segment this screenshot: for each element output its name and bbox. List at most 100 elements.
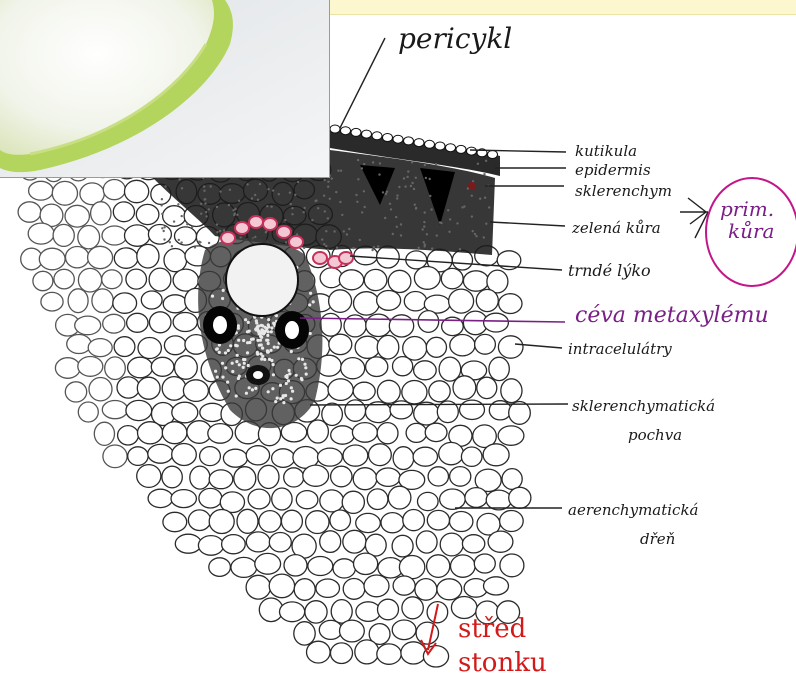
texture-dot (269, 349, 272, 352)
texture-dot (337, 170, 339, 172)
cell (39, 248, 65, 270)
cell (138, 338, 161, 359)
label-sklerenchym: sklerenchym (575, 182, 672, 200)
cell (377, 380, 400, 403)
texture-dot (291, 207, 293, 209)
cell (258, 465, 279, 488)
cell (149, 268, 171, 291)
texture-dot (200, 203, 202, 205)
label-prim: prim. (720, 197, 774, 221)
texture-dot (224, 366, 227, 369)
texture-dot (161, 198, 163, 200)
label-sklerenchymaticka: sklerenchymatická (572, 397, 715, 415)
cell (461, 447, 482, 466)
texture-dot (261, 355, 264, 358)
texture-dot (357, 178, 359, 180)
texture-dot (327, 249, 329, 251)
texture-dot (340, 170, 342, 172)
cell (401, 642, 426, 664)
cell (498, 336, 523, 358)
epidermis-cell (351, 128, 361, 136)
cell (393, 576, 415, 595)
epidermis-cell (414, 139, 424, 147)
texture-dot (242, 358, 245, 361)
cell (403, 509, 425, 530)
cell (175, 534, 201, 553)
texture-dot (382, 191, 384, 193)
cell (499, 294, 522, 314)
texture-dot (300, 377, 303, 380)
texture-dot (247, 364, 250, 367)
cell (164, 249, 187, 272)
texture-dot (329, 198, 331, 200)
texture-dot (234, 212, 236, 214)
cell (501, 379, 522, 403)
texture-dot (181, 215, 183, 217)
cell (498, 426, 524, 445)
texture-dot (237, 339, 240, 342)
texture-dot (270, 326, 273, 329)
cell (437, 579, 462, 600)
texture-dot (309, 292, 312, 295)
texture-dot (291, 213, 293, 215)
texture-dot (163, 226, 165, 228)
texture-dot (221, 297, 224, 300)
cell (393, 357, 413, 376)
texture-dot (266, 349, 269, 352)
prim-kura-brace (680, 198, 708, 238)
texture-dot (341, 214, 343, 216)
cell (78, 357, 103, 377)
texture-dot (324, 179, 326, 181)
texture-dot (390, 208, 392, 210)
label-metaxylem: céva metaxylému (575, 303, 769, 328)
cell (330, 510, 351, 531)
texture-dot (483, 173, 485, 175)
cell (319, 620, 342, 639)
cell (162, 466, 182, 488)
cell (307, 420, 328, 443)
texture-dot (244, 318, 247, 321)
texture-dot (323, 243, 325, 245)
texture-dot (267, 318, 270, 321)
label-kutikula: kutikula (575, 142, 637, 160)
cell (151, 357, 174, 376)
cell (354, 246, 378, 265)
cell (402, 597, 423, 619)
cell (125, 225, 150, 246)
cell (125, 180, 149, 202)
texture-dot (418, 247, 420, 249)
cell (460, 400, 485, 419)
texture-dot (431, 247, 433, 249)
texture-dot (449, 218, 451, 220)
cell (393, 447, 414, 470)
texture-dot (285, 382, 288, 385)
cell (223, 449, 247, 467)
texture-dot (461, 206, 463, 208)
cell (137, 377, 160, 399)
cell (209, 558, 231, 577)
texture-dot (247, 321, 250, 324)
pericykl-leader (340, 38, 385, 128)
texture-dot (235, 360, 238, 363)
texture-dot (282, 401, 285, 404)
texture-dot (304, 366, 307, 369)
texture-dot (325, 245, 327, 247)
label-zelena-kura: zelená kůra (571, 219, 661, 237)
cell (103, 180, 125, 200)
texture-dot (308, 303, 311, 306)
epidermis-cell (372, 132, 382, 140)
cell (231, 557, 257, 577)
texture-dot (237, 377, 240, 380)
cell (272, 449, 295, 468)
texture-dot (426, 233, 428, 235)
texture-dot (268, 358, 271, 361)
cell (234, 467, 256, 490)
texture-dot (471, 195, 473, 197)
texture-dot (260, 358, 263, 361)
cell (209, 510, 234, 534)
texture-dot (186, 223, 188, 225)
cell (246, 575, 270, 599)
texture-dot (242, 339, 245, 342)
plant-photo (0, 0, 330, 178)
cell (343, 530, 366, 553)
